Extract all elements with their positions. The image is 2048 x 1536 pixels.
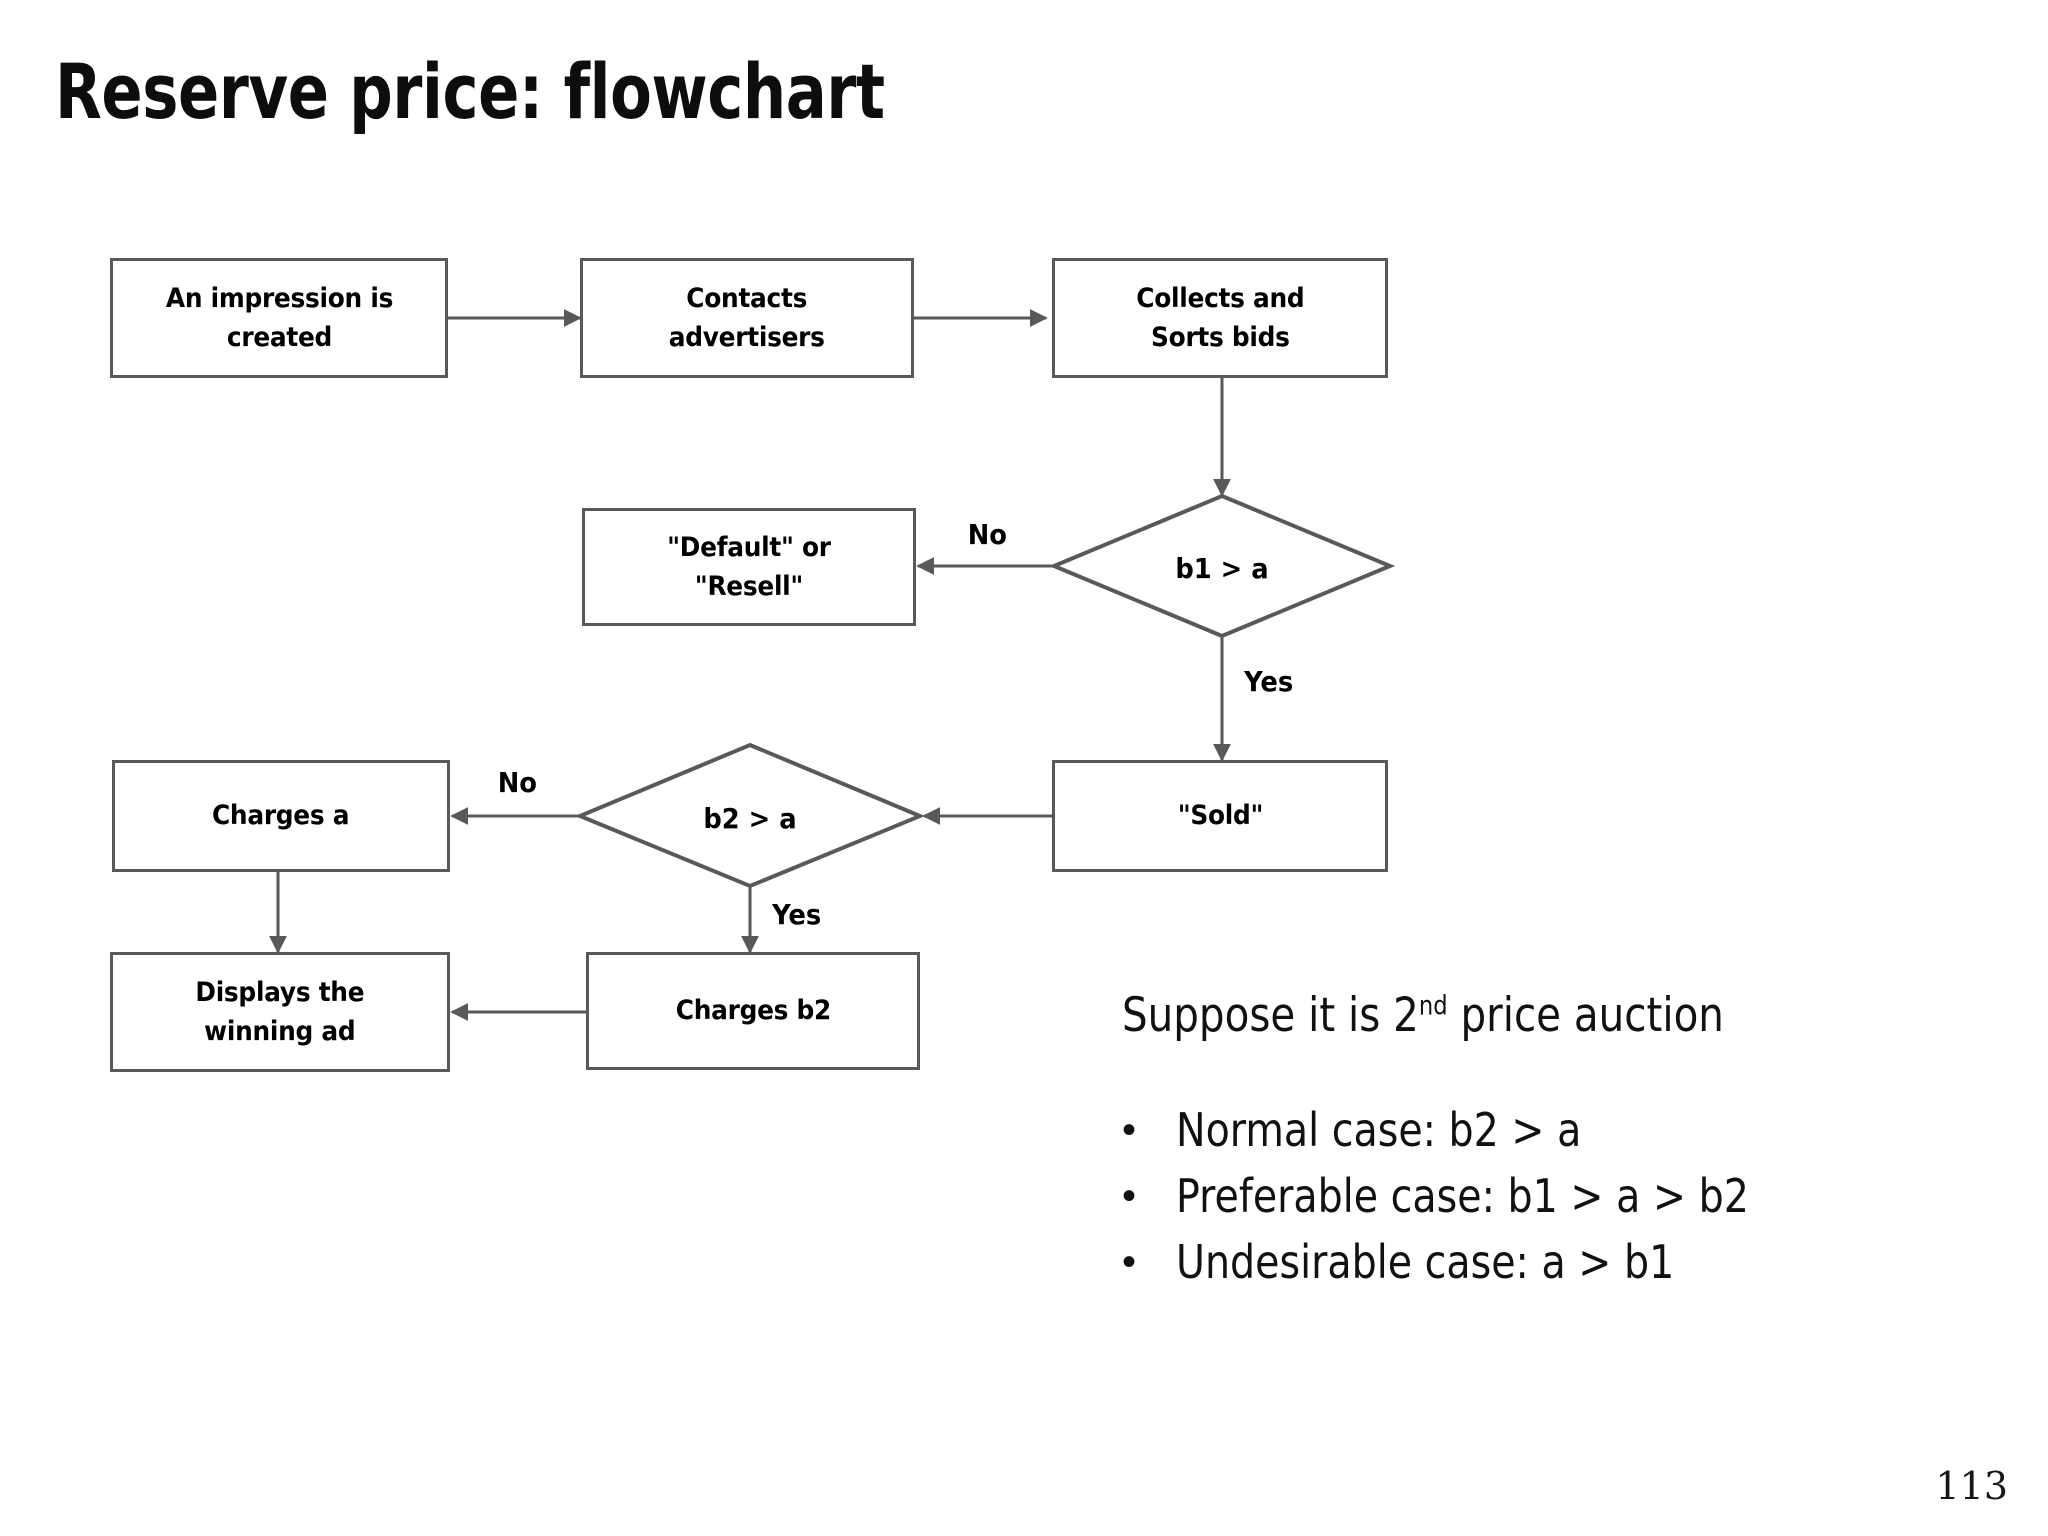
list-item: • Undesirable case: a > b1 — [1122, 1236, 2002, 1288]
case-bullet-list: • Normal case: b2 > a • Preferable case:… — [1122, 1104, 2002, 1288]
lead-prefix: Suppose it is 2 — [1122, 988, 1419, 1043]
list-item: • Preferable case: b1 > a > b2 — [1122, 1170, 2002, 1222]
diamond-b1-label: b1 > a — [1175, 552, 1269, 585]
list-item-label: Preferable case: b1 > a > b2 — [1176, 1168, 1749, 1223]
diamond-b2-label: b2 > a — [703, 802, 797, 835]
node-displays-the-winning-ad[interactable]: Displays the winning ad — [110, 952, 450, 1072]
list-item-label: Normal case: b2 > a — [1176, 1102, 1582, 1157]
explanation-block: Suppose it is 2nd price auction • Normal… — [1122, 990, 2002, 1302]
bullet-icon: • — [1122, 1239, 1137, 1284]
lead-line: Suppose it is 2nd price auction — [1122, 990, 1879, 1042]
node-label: Collects and Sorts bids — [1135, 282, 1305, 353]
reserve-price-flowchart: An impression is created Contacts advert… — [110, 258, 1396, 1072]
node-label: Contacts advertisers — [669, 282, 825, 353]
flowchart-connectors — [269, 309, 1396, 1021]
edge-label-b1-yes: Yes — [1244, 665, 1294, 698]
node-charges-a[interactable]: Charges a — [112, 760, 450, 872]
node-label: "Sold" — [1177, 800, 1263, 832]
page-title: Reserve price: flowchart — [55, 47, 885, 136]
edge-label-b1-no: No — [967, 518, 1007, 551]
edge-label-b2-no: No — [497, 766, 537, 799]
list-item: • Normal case: b2 > a — [1122, 1104, 2002, 1156]
node-charges-b2[interactable]: Charges b2 — [586, 952, 920, 1070]
lead-suffix: price auction — [1447, 988, 1724, 1043]
node-collects-and-sorts-bids[interactable]: Collects and Sorts bids — [1052, 258, 1388, 378]
bullet-icon: • — [1122, 1107, 1137, 1152]
bullet-icon: • — [1122, 1173, 1137, 1218]
node-label: An impression is created — [165, 282, 393, 353]
node-an-impression-is-created[interactable]: An impression is created — [110, 258, 448, 378]
node-sold[interactable]: "Sold" — [1052, 760, 1388, 872]
list-item-label: Undesirable case: a > b1 — [1176, 1234, 1675, 1289]
node-label: Displays the winning ad — [195, 976, 365, 1047]
node-label: "Default" or "Resell" — [667, 531, 831, 602]
page-number: 113 — [1935, 1464, 2008, 1508]
node-label: Charges b2 — [675, 995, 831, 1027]
ordinal-suffix: nd — [1418, 991, 1448, 1022]
node-default-or-resell[interactable]: "Default" or "Resell" — [582, 508, 916, 626]
node-label: Charges a — [212, 800, 350, 832]
edge-label-b2-yes: Yes — [772, 898, 822, 931]
node-contacts-advertisers[interactable]: Contacts advertisers — [580, 258, 914, 378]
